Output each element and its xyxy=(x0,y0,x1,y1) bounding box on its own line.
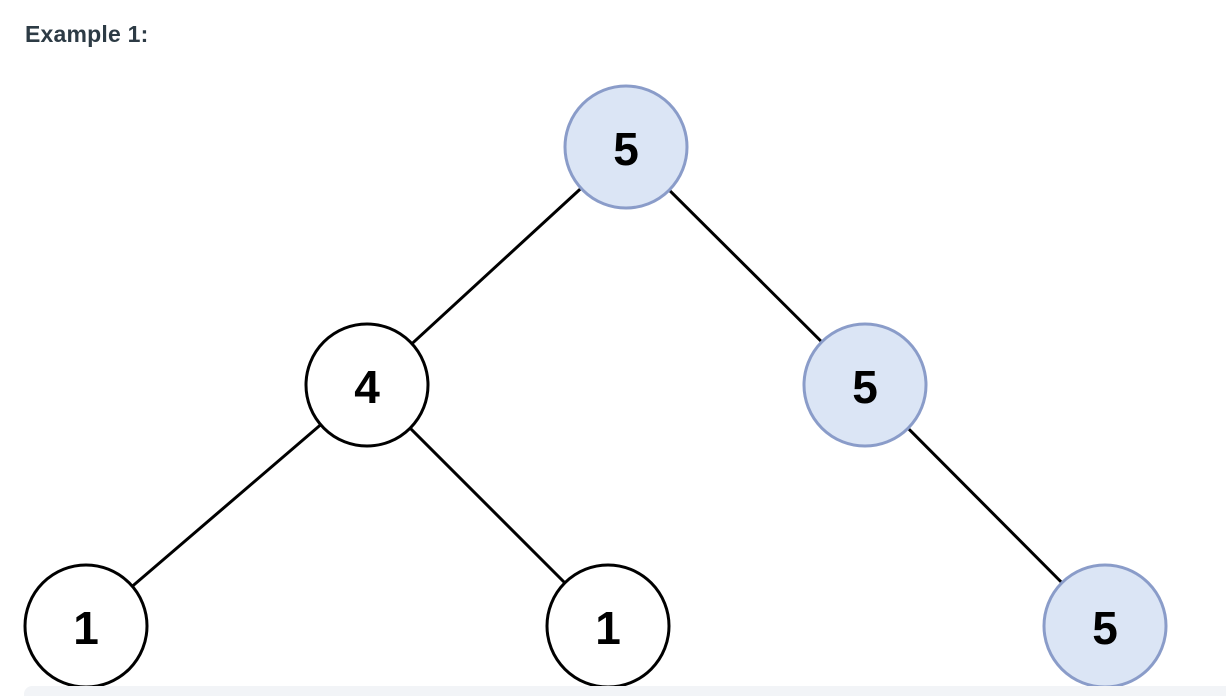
tree-node-value: 5 xyxy=(613,123,639,175)
tree-node-value: 5 xyxy=(852,361,878,413)
tree-node-circle xyxy=(304,322,430,448)
tree-node-left: 4 xyxy=(304,322,430,448)
example-title: Example 1: xyxy=(25,21,149,47)
code-block-top-edge xyxy=(24,686,1226,696)
tree-node-circle-highlighted xyxy=(802,322,928,448)
tree-node-right: 5 xyxy=(802,322,928,448)
tree-node-root: 5 xyxy=(563,84,689,210)
tree-node-left-left: 1 xyxy=(23,563,149,689)
tree-node-circle-highlighted xyxy=(563,84,689,210)
tree-node-value: 4 xyxy=(354,361,380,413)
tree-node-right-right: 5 xyxy=(1042,563,1168,689)
tree-node-left-right: 1 xyxy=(545,563,671,689)
tree-node-value: 1 xyxy=(73,602,99,654)
tree-node-value: 5 xyxy=(1092,602,1118,654)
tree-node-value: 1 xyxy=(595,602,621,654)
